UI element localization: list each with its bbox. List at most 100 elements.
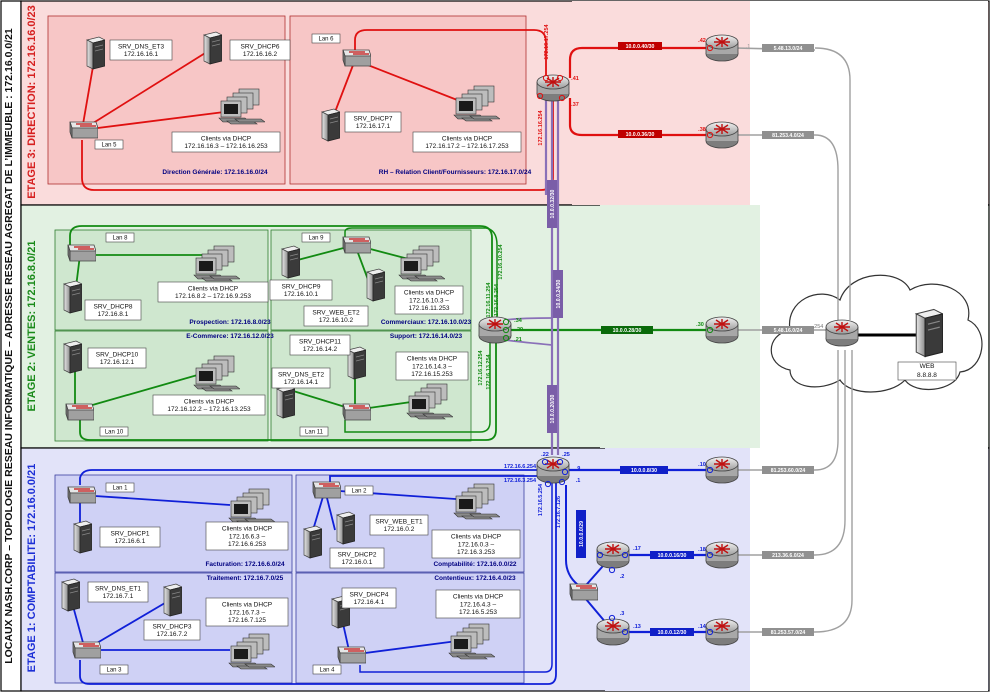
port-label: .37 (571, 102, 579, 108)
wire (349, 639, 466, 656)
server-dhcp7-label-box (344, 111, 402, 133)
server-dhcp9-label-box (269, 279, 333, 301)
wire (81, 49, 211, 131)
wire (568, 98, 710, 137)
gateway-label: 172.16.17.254 (544, 23, 550, 59)
isp-subnet: 5.48.13.0/24 (774, 46, 803, 52)
server-web (915, 308, 943, 358)
lan-label: Lan 8 (112, 236, 128, 242)
port-marker (706, 131, 714, 139)
isp-subnet-tag (762, 551, 814, 559)
wire (79, 480, 557, 685)
server-dns-et2 (276, 385, 295, 419)
lan-label-box (312, 664, 342, 675)
wire (354, 29, 547, 75)
lan-label: Lan 2 (351, 489, 367, 495)
wire (359, 482, 553, 673)
isp-subnet-tag (762, 131, 814, 139)
isp-subnet-tag (762, 326, 814, 334)
wire (568, 46, 710, 78)
wire (69, 225, 493, 320)
link-r-36: 10.0.0.36/30 (626, 132, 655, 138)
link-b-12-tag (650, 628, 694, 636)
port-marker (536, 92, 544, 100)
router-floor2 (478, 316, 512, 344)
server-web-et2 (366, 268, 385, 302)
isp-subnet: 81.253.60.0/24 (771, 468, 806, 474)
server-dhcp8 (63, 280, 82, 314)
lan-label: Lan 10 (105, 430, 124, 436)
gateway-label: 172.16.3.254 (504, 478, 537, 484)
server-dhcp3-label-box (143, 619, 201, 641)
link-b-12: 10.0.0.12/30 (658, 630, 687, 636)
port-marker (706, 466, 714, 474)
clients-lan1-label-box (205, 521, 289, 551)
isp-subnet: 81.253.57.0/24 (771, 630, 806, 636)
gateway-label: 172.16.13.254 (486, 353, 492, 389)
router-f1-c (596, 618, 630, 646)
isp-subnet-tag (762, 44, 814, 52)
switch-lan11 (342, 403, 371, 421)
link-b-8: 10.0.0.8/30 (631, 468, 657, 474)
department-label: Prospection: 172.16.8.0/23 (189, 319, 271, 326)
lan-label-box (105, 232, 135, 243)
wire (79, 469, 540, 485)
switch-lan9 (342, 236, 371, 254)
port-marker (502, 326, 510, 334)
link-r-40-tag (618, 42, 662, 50)
server-dns-et3 (86, 36, 105, 70)
server-dhcp8-label-box (84, 299, 142, 321)
server-dhcp7 (321, 108, 340, 142)
server-dhcp1-label-box (99, 526, 161, 548)
server-web-et1 (336, 511, 355, 545)
port-marker (542, 74, 550, 82)
port-label: .41 (571, 76, 579, 82)
server-dns-et1-label-box (87, 581, 149, 603)
isp-subnet: 5.48.16.0/24 (774, 328, 803, 334)
web-title: WEB (920, 363, 935, 370)
clients-lan2-label-box (431, 529, 521, 559)
lan-label-box (94, 139, 124, 150)
server-dhcp3 (163, 583, 182, 617)
router-f1-b (596, 541, 630, 569)
gateway-label: 172.16.11.254 (486, 282, 492, 318)
lan-label: Lan 5 (101, 143, 117, 149)
port-marker (561, 468, 569, 476)
lan-label-box (299, 426, 329, 437)
port-marker (556, 458, 564, 466)
lan-label: Lan 4 (319, 668, 335, 674)
switch-lan8 (67, 244, 96, 262)
department-label: Facturation: 172.16.6.0/24 (205, 561, 285, 568)
lan-label: Lan 11 (305, 430, 324, 436)
lan-label-box (99, 426, 129, 437)
wire (354, 59, 471, 106)
server-dhcp2 (303, 525, 322, 559)
wire (79, 494, 231, 506)
wire (344, 340, 491, 433)
router-isp-5 (705, 541, 739, 569)
switch-lan2 (312, 481, 341, 499)
switch-lan1 (67, 486, 96, 504)
port-marker (502, 334, 510, 342)
department-label: Comptabilité: 172.16.0.0/22 (433, 561, 516, 568)
isp-subnet: 213.36.6.0/24 (772, 553, 804, 559)
link-r-40: 10.0.0.40/30 (626, 44, 655, 50)
port-marker (541, 458, 549, 466)
department-label: RH – Relation Client/Fournisseurs: 172.1… (379, 169, 532, 176)
wire (814, 350, 839, 471)
port-label: .10 (698, 462, 706, 468)
link-b-16: 10.0.0.16/30 (658, 553, 687, 559)
isp-right-3 (750, 1, 988, 205)
isp-subnet-tag (762, 628, 814, 636)
link-p-32-tag (547, 180, 557, 228)
